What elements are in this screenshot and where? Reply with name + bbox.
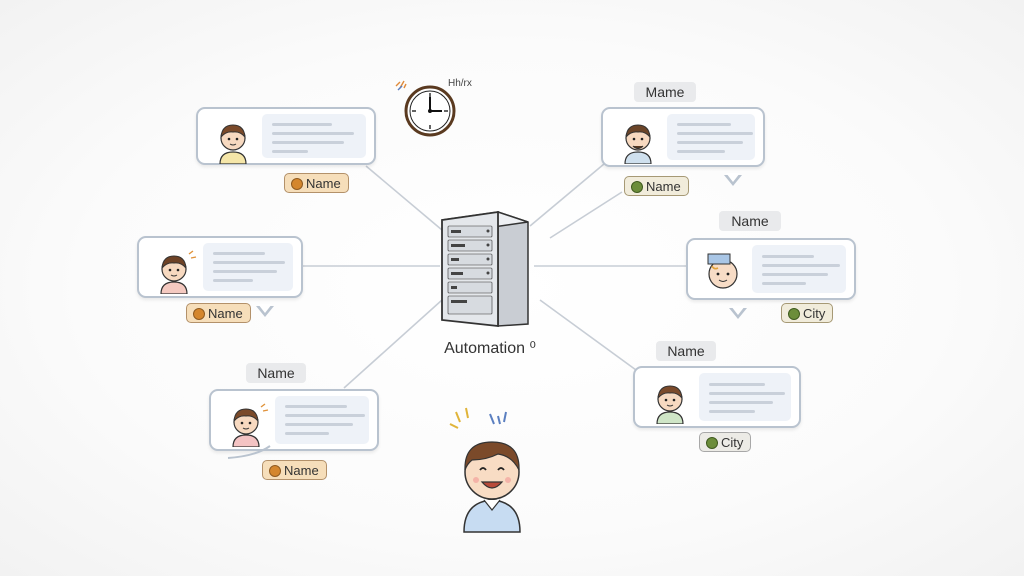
- name-tag-3: Name: [262, 460, 327, 480]
- message-card-1: [196, 107, 376, 165]
- person-avatar-icon: [624, 124, 652, 164]
- message-card-3: [209, 389, 379, 451]
- baby-avatar-icon: [707, 253, 738, 289]
- clock-icon: [395, 80, 456, 137]
- message-panel: [203, 243, 293, 291]
- name-label-6: Name: [656, 341, 716, 361]
- orange-badge-icon: [193, 308, 205, 320]
- speech-tail-curve: [227, 445, 271, 459]
- message-panel: [667, 114, 755, 160]
- link-node-1: [365, 165, 443, 231]
- message-panel: [275, 396, 369, 444]
- name-label-3: Name: [246, 363, 306, 383]
- message-panel: [699, 373, 791, 421]
- message-panel: [262, 114, 366, 158]
- orange-badge-icon: [269, 465, 281, 477]
- name-label-4: Mame: [634, 82, 696, 102]
- message-card-4: [601, 107, 765, 186]
- link-node-4a: [529, 163, 605, 227]
- person-avatar-icon: [219, 124, 247, 164]
- green-badge-icon: [788, 308, 800, 320]
- person-avatar-icon: [160, 250, 197, 294]
- happy-person-icon: [449, 407, 521, 533]
- message-card-2: [137, 236, 303, 317]
- link-node-4b: [549, 191, 623, 239]
- green-badge-icon: [706, 437, 718, 449]
- city-tag-6: City: [699, 432, 752, 452]
- link-node-6: [539, 299, 637, 371]
- name-tag-4: Name: [624, 176, 689, 196]
- server-icon: [441, 210, 529, 328]
- link-node-3: [343, 299, 443, 389]
- message-panel: [752, 245, 846, 293]
- person-avatar-icon: [232, 403, 269, 447]
- name-label-5: Name: [719, 211, 781, 231]
- message-card-6: [633, 366, 801, 428]
- message-card-5: [686, 238, 856, 319]
- name-tag-2: Name: [186, 303, 251, 323]
- clock-text: Hh/rx: [448, 78, 472, 89]
- orange-badge-icon: [291, 178, 303, 190]
- green-badge-icon: [631, 181, 643, 193]
- person-avatar-icon: [656, 385, 684, 424]
- city-tag-5: City: [781, 303, 834, 323]
- name-tag-1: Name: [284, 173, 349, 193]
- automation-caption: Automation ⁰: [444, 340, 536, 357]
